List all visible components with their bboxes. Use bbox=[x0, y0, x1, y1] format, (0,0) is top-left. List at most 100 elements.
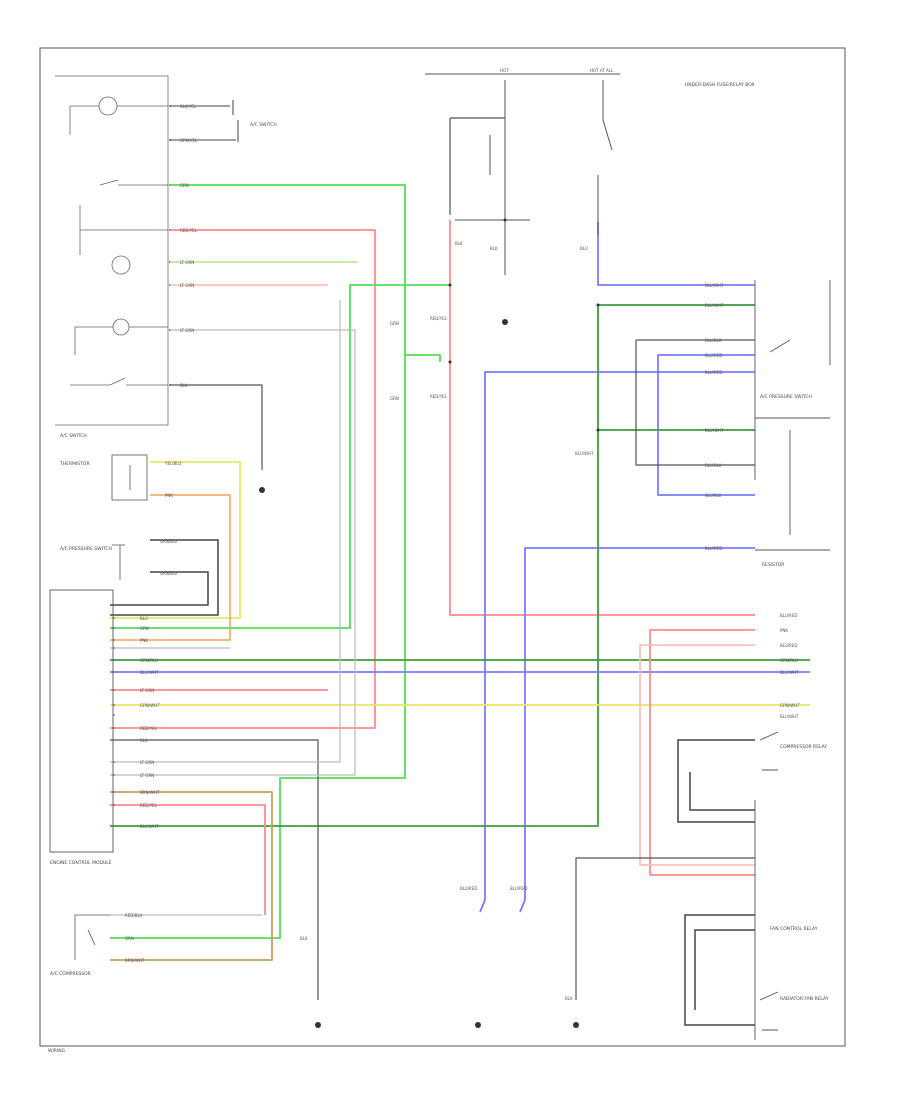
svg-text:BLU/WHT: BLU/WHT bbox=[705, 303, 724, 308]
svg-text:LT GRN: LT GRN bbox=[140, 760, 154, 765]
svg-text:GRN/YEL: GRN/YEL bbox=[180, 138, 198, 143]
svg-text:BLU/WHT: BLU/WHT bbox=[140, 824, 159, 829]
svg-text:FAN CONTROL RELAY: FAN CONTROL RELAY bbox=[770, 926, 818, 932]
svg-text:BLU/BLK: BLU/BLK bbox=[705, 463, 722, 468]
svg-text:RED/YEL: RED/YEL bbox=[180, 228, 198, 233]
svg-text:ENGINE CONTROL MODULE: ENGINE CONTROL MODULE bbox=[50, 860, 112, 866]
svg-text:A/C PRESSURE SWITCH: A/C PRESSURE SWITCH bbox=[60, 546, 112, 552]
wire-blue-2 bbox=[519, 547, 755, 913]
pressure-sensor-component bbox=[112, 544, 125, 580]
fan-control-relay bbox=[684, 914, 755, 1026]
top-left-switch bbox=[170, 100, 239, 142]
svg-text:LT GRN: LT GRN bbox=[140, 688, 154, 693]
svg-text:LT GRN: LT GRN bbox=[140, 773, 154, 778]
svg-text:PNK: PNK bbox=[140, 638, 148, 643]
svg-text:GRN/BLU: GRN/BLU bbox=[140, 658, 158, 663]
svg-text:BLU/WHT: BLU/WHT bbox=[780, 714, 799, 719]
svg-text:A/C SWITCH: A/C SWITCH bbox=[250, 122, 277, 128]
svg-text:BRN/WHT: BRN/WHT bbox=[140, 790, 160, 795]
ac-switch-module bbox=[55, 75, 169, 426]
svg-text:PNK: PNK bbox=[780, 628, 788, 633]
wire-green-3 bbox=[110, 355, 406, 939]
wire-black-2 bbox=[110, 739, 319, 1000]
svg-text:RESISTOR: RESISTOR bbox=[762, 562, 784, 568]
svg-text:PNK: PNK bbox=[165, 493, 173, 498]
svg-text:UNDER-DASH FUSE/RELAY BOX: UNDER-DASH FUSE/RELAY BOX bbox=[685, 82, 755, 88]
wire-black-5 bbox=[575, 857, 755, 1000]
svg-text:COMPRESSOR RELAY: COMPRESSOR RELAY bbox=[780, 744, 827, 750]
wire-black-1 bbox=[170, 384, 263, 470]
svg-text:BLK: BLK bbox=[455, 241, 463, 246]
svg-text:BLU/WHT: BLU/WHT bbox=[705, 428, 724, 433]
svg-text:BLU/BLK: BLU/BLK bbox=[705, 338, 722, 343]
wire-darkgreen-1 bbox=[597, 304, 755, 431]
ac-pressure-switch bbox=[754, 280, 831, 480]
wire-blue-3 bbox=[597, 222, 755, 286]
svg-text:BLU/RED: BLU/RED bbox=[780, 643, 797, 648]
wire-green-2 bbox=[110, 284, 450, 629]
svg-text:YEL/BLU: YEL/BLU bbox=[164, 461, 181, 466]
svg-text:GRN/WHT: GRN/WHT bbox=[780, 703, 800, 708]
ecu-block bbox=[49, 589, 115, 853]
svg-text:GRN: GRN bbox=[390, 321, 399, 326]
compressor-relay bbox=[677, 739, 755, 823]
wire-black-6 bbox=[449, 117, 505, 215]
svg-text:BLU/RED: BLU/RED bbox=[705, 546, 722, 551]
svg-text:BLK: BLK bbox=[490, 246, 498, 251]
svg-text:LT GRN: LT GRN bbox=[180, 328, 194, 333]
svg-text:RED/YEL: RED/YEL bbox=[140, 726, 158, 731]
sensor-component bbox=[111, 454, 148, 501]
svg-text:BLU: BLU bbox=[580, 246, 588, 251]
svg-text:THERMISTOR: THERMISTOR bbox=[59, 461, 90, 467]
svg-text:BLU: BLU bbox=[140, 616, 148, 621]
wire-pink-4 bbox=[649, 629, 755, 876]
svg-text:GRN/BLK: GRN/BLK bbox=[160, 571, 178, 576]
wire-black-3 bbox=[635, 340, 755, 466]
wire-orange-1 bbox=[110, 494, 231, 641]
svg-text:BLK: BLK bbox=[180, 383, 188, 388]
svg-text:GRN: GRN bbox=[140, 626, 149, 631]
wire-pink-5 bbox=[110, 804, 266, 915]
wire-blue-4 bbox=[657, 354, 755, 496]
svg-text:BLK: BLK bbox=[565, 996, 573, 1001]
svg-text:BLU/WHT: BLU/WHT bbox=[575, 451, 594, 456]
svg-text:WIRING: WIRING bbox=[48, 1048, 66, 1054]
svg-text:GRN: GRN bbox=[125, 936, 134, 941]
svg-text:A/C COMPRESSOR: A/C COMPRESSOR bbox=[50, 971, 91, 977]
wire-yellow-2 bbox=[110, 461, 241, 619]
svg-text:BLU/RED: BLU/RED bbox=[460, 886, 477, 891]
power-feeds bbox=[425, 73, 620, 275]
svg-text:GRN/WHT: GRN/WHT bbox=[140, 703, 160, 708]
wire-lightgray-1 bbox=[110, 300, 341, 763]
svg-text:BLU/WHT: BLU/WHT bbox=[140, 670, 159, 675]
svg-text:BLK: BLK bbox=[300, 936, 308, 941]
svg-text:BRN/WHT: BRN/WHT bbox=[125, 958, 145, 963]
wire-brown-1 bbox=[110, 791, 273, 961]
svg-text:RED/YEL: RED/YEL bbox=[140, 803, 158, 808]
svg-text:BLU/RED: BLU/RED bbox=[780, 613, 797, 618]
svg-text:BLU/RED: BLU/RED bbox=[510, 886, 527, 891]
svg-text:BLU/BLK: BLU/BLK bbox=[705, 493, 722, 498]
svg-text:HOT AT ALL: HOT AT ALL bbox=[590, 68, 614, 73]
svg-text:BLU/WHT: BLU/WHT bbox=[780, 670, 799, 675]
wire-lightpink-2 bbox=[639, 644, 755, 866]
svg-text:A/C PRESSURE SWITCH: A/C PRESSURE SWITCH bbox=[760, 394, 812, 400]
svg-text:GRN/BLK: GRN/BLK bbox=[160, 539, 178, 544]
wire-pink-1 bbox=[110, 229, 376, 729]
svg-text:RED/YEL: RED/YEL bbox=[430, 394, 448, 399]
compressor-sensor-component bbox=[74, 914, 110, 960]
wire-pink-2 bbox=[449, 220, 755, 616]
svg-text:BLU/WHT: BLU/WHT bbox=[705, 283, 724, 288]
wire-lightgray-2 bbox=[110, 329, 356, 776]
svg-text:HOT: HOT bbox=[500, 68, 509, 73]
diagram-border bbox=[39, 47, 846, 1047]
ground-symbols bbox=[259, 319, 579, 1028]
svg-text:GRN/BLU: GRN/BLU bbox=[780, 658, 798, 663]
svg-text:BLU/RED: BLU/RED bbox=[705, 370, 722, 375]
svg-text:RED/YEL: RED/YEL bbox=[430, 316, 448, 321]
svg-text:GRN: GRN bbox=[180, 183, 189, 188]
relay-contacts bbox=[754, 731, 779, 1040]
splice-points bbox=[448, 218, 600, 432]
svg-text:RED/BLU: RED/BLU bbox=[125, 913, 143, 918]
